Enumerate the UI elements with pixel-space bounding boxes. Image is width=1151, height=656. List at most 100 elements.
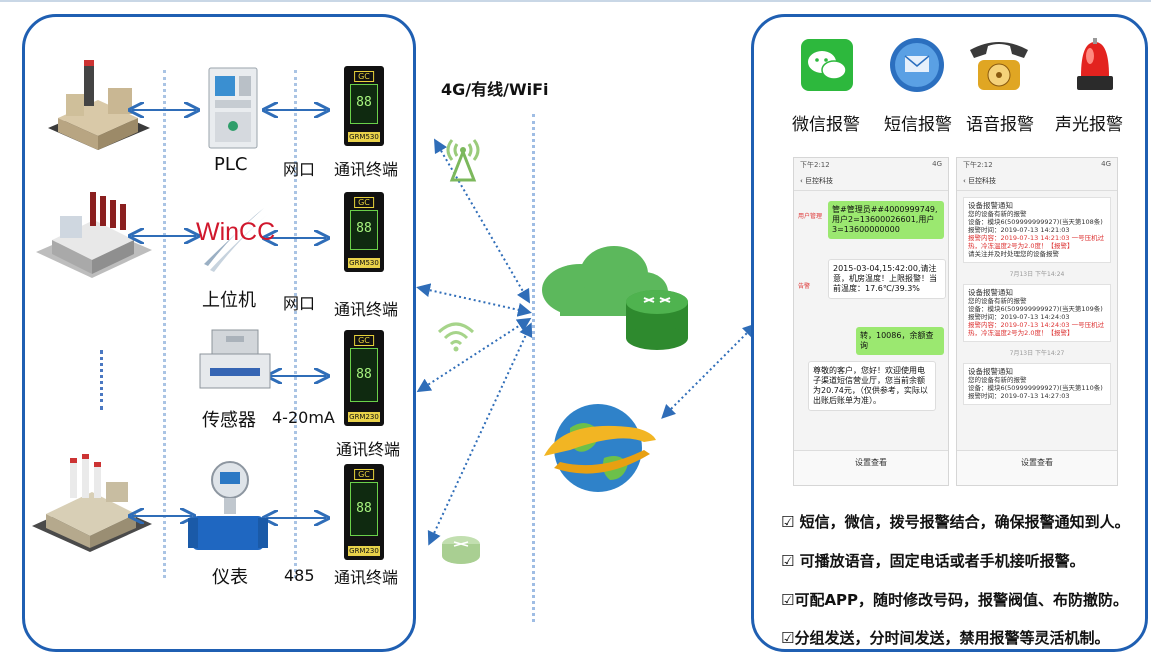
- analog-signal-label: 4-20mA: [272, 408, 335, 427]
- alarm-card-2: 设备报警通知 您的设备有新的报警 设备：模块6(509999999927)(当天…: [963, 284, 1111, 342]
- card-line: 报警时间：2019-07-13 14:27:03: [968, 392, 1070, 400]
- chat-title-text: 巨控科技: [968, 177, 997, 185]
- terminal-label-4: 通讯终端: [334, 568, 399, 587]
- wincc-logo: WinCC: [196, 218, 276, 246]
- terminal-screen: 88: [350, 210, 378, 250]
- terminal-badge: GC: [354, 469, 374, 480]
- wincc-swoosh-icon: [204, 208, 268, 272]
- terminal-3: GC 88 GRM230: [344, 330, 384, 426]
- feature-item: ☑分组发送，分时间发送，禁用报警等灵活机制。: [781, 629, 1110, 647]
- time-divider: 7月13日 下午14:24: [1009, 271, 1065, 278]
- router-icon: [626, 290, 688, 350]
- network-label: 4G/有线/WiFi: [441, 80, 549, 99]
- upper-computer-label: 上位机: [202, 290, 256, 311]
- link-globe-phones: [661, 323, 757, 419]
- bus-line-1: [163, 70, 166, 578]
- sensor-label: 传感器: [202, 410, 256, 431]
- card-title: 设备报警通知: [968, 367, 1013, 376]
- flowmeter-icon: [188, 461, 268, 550]
- card-title: 设备报警通知: [968, 288, 1013, 297]
- link-terminal2-cloud: [416, 283, 532, 317]
- card-line: 报警内容：2019-07-13 14:21:03 一号压机过热，冷冻温度2号为2…: [968, 234, 1105, 250]
- alarm-card-3: 设备报警通知 您的设备有新的报警 设备：模块6(509999999927)(当天…: [963, 363, 1111, 405]
- light-alarm-label: 声光报警: [1055, 115, 1123, 135]
- terminal-badge: GC: [354, 197, 374, 208]
- chat-title: ‹ 巨控科技: [794, 176, 948, 191]
- card-line: 报警时间：2019-07-13 14:24:03: [968, 313, 1070, 321]
- terminal-screen: 88: [350, 482, 378, 536]
- status-bar: 下午2:12 4G: [957, 158, 1117, 176]
- status-signal: 4G: [1101, 160, 1111, 168]
- terminal-label-3: 通讯终端: [336, 440, 401, 459]
- status-time: 下午2:12: [800, 161, 830, 169]
- plc-label: PLC: [214, 154, 248, 175]
- card-line: 设备：模块6(509999999927)(当天第110条): [968, 384, 1103, 392]
- sensor-icon: [199, 329, 271, 389]
- link-terminal1-cloud: [433, 138, 531, 304]
- terminal-screen: 88: [350, 84, 378, 124]
- message-tag: 用户管理: [798, 213, 823, 220]
- wifi-icon: [437, 322, 475, 352]
- chat-title: ‹ 巨控科技: [957, 176, 1117, 191]
- network-bus-line: [532, 114, 535, 622]
- card-line: 请关注并及时处理您的设备报警: [968, 250, 1059, 258]
- card-line: 您的设备有新的报警: [968, 210, 1027, 218]
- settings-view-button[interactable]: 设置查看: [855, 458, 887, 467]
- settings-view-button[interactable]: 设置查看: [1021, 458, 1053, 467]
- terminal-digits: 88: [356, 221, 372, 236]
- message-row-2: 告警 2015-03-04,15:42:00,请注意，机房温度！上限报警！当前温…: [794, 251, 948, 321]
- phone-bottom-bar: 设置查看: [957, 450, 1117, 485]
- terminal-digits: 88: [356, 501, 372, 516]
- net-port-label-2: 网口: [283, 294, 316, 313]
- terminal-2: GC 88 GRM530: [344, 192, 384, 272]
- phone-bottom-bar: 设置查看: [794, 450, 948, 485]
- terminal-1: GC 88 GRM530: [344, 66, 384, 146]
- message-row-3: 转，10086，余额查询: [794, 321, 948, 355]
- terminal-screen: 88: [350, 348, 378, 402]
- message-tag: 告警: [798, 283, 811, 290]
- sms-alarm-label: 短信报警: [884, 115, 952, 135]
- card-line: 您的设备有新的报警: [968, 376, 1027, 384]
- link-terminal4-cloud: [427, 322, 533, 546]
- status-time: 下午2:12: [963, 161, 993, 169]
- globe-icon: [544, 404, 656, 492]
- terminal-digits: 88: [356, 367, 372, 382]
- alarm-card-1: 设备报警通知 您的设备有新的报警 设备：模块6(509999999927)(当天…: [963, 197, 1111, 263]
- message-bubble-white: 2015-03-04,15:42:00,请注意，机房温度！上限报警！当前温度：1…: [828, 259, 946, 299]
- meter-label: 仪表: [212, 567, 248, 588]
- message-row-1: 用户管理 管#管理员##4000999749,用户2=13600026601,用…: [794, 191, 948, 251]
- wechat-alarm-label: 微信报警: [792, 115, 860, 135]
- terminal-digits: 88: [356, 95, 372, 110]
- net-port-label-1: 网口: [283, 160, 316, 179]
- bus-line-2: [294, 70, 297, 578]
- dotted-links: [416, 138, 757, 546]
- alarm-light-icon: [1077, 38, 1113, 90]
- terminal-badge: GC: [354, 71, 374, 82]
- message-bubble-white: 尊敬的客户，您好！欢迎使用电子渠道短信营业厅，您当前余额为20.74元，（仅供参…: [808, 361, 936, 411]
- terminal-label-1: 通讯终端: [334, 160, 399, 179]
- telephone-icon: [970, 42, 1028, 90]
- chat-title-text: 巨控科技: [805, 177, 834, 185]
- top-divider: [0, 0, 1151, 2]
- terminal-badge: GC: [354, 335, 374, 346]
- wechat-icon: [801, 39, 853, 91]
- factory-icon-2: [36, 192, 152, 278]
- terminal-model: GRM530: [348, 258, 380, 268]
- feature-item: ☑ 可播放语音，固定电话或者手机接听报警。: [781, 552, 1085, 570]
- card-line: 设备：模块6(509999999927)(当天第109条): [968, 305, 1103, 313]
- card-line: 设备：模块6(509999999927)(当天第108条): [968, 218, 1103, 226]
- terminal-model: GRM530: [348, 132, 380, 142]
- phone-screenshot-sms: 下午2:12 4G ‹ 巨控科技 用户管理 管#管理员##4000999749,…: [793, 157, 949, 486]
- sms-icon: [890, 38, 944, 92]
- time-divider: 7月13日 下午14:27: [1009, 350, 1065, 357]
- terminal-4: GC 88 GRM230: [344, 464, 384, 560]
- terminal-model: GRM230: [348, 546, 380, 556]
- phone-screenshot-wechat: 下午2:12 4G ‹ 巨控科技 设备报警通知 您的设备有新的报警 设备：模块6…: [956, 157, 1118, 486]
- bus-line-3: [100, 350, 103, 410]
- plc-icon: [208, 67, 258, 149]
- card-line: 报警内容：2019-07-13 14:24:03 一号压机过热，冷冻温度2号为2…: [968, 321, 1105, 337]
- message-bubble-green: 管#管理员##4000999749,用户2=13600026601,用户3=13…: [828, 201, 944, 239]
- rs485-label: 485: [284, 566, 315, 585]
- card-title: 设备报警通知: [968, 201, 1013, 210]
- status-signal: 4G: [932, 160, 942, 168]
